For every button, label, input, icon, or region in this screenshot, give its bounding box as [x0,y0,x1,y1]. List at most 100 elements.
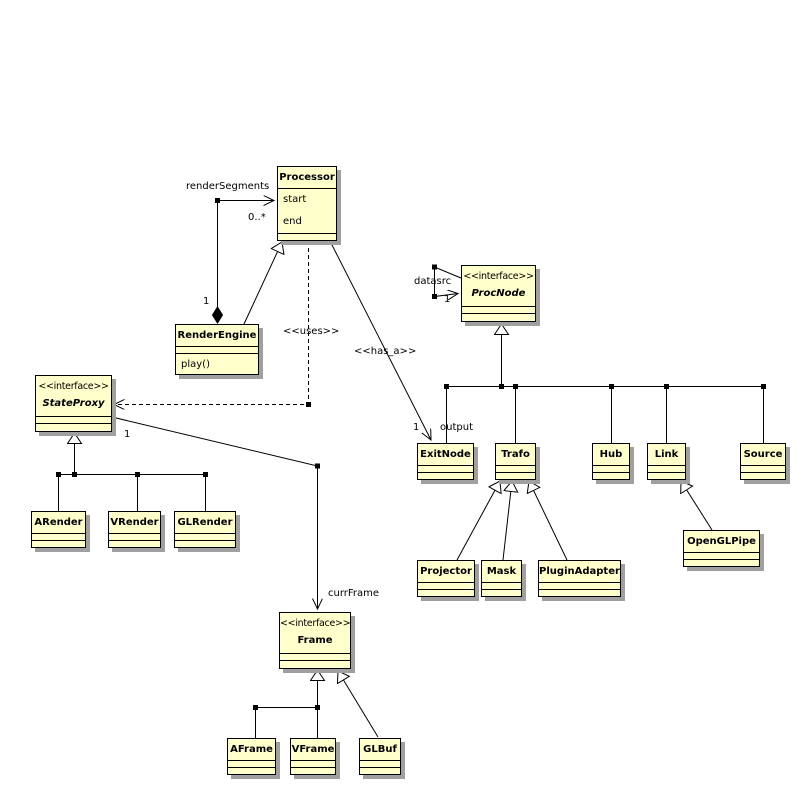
generalization-renderengine-processor [243,242,282,325]
generalization-frame-tree [255,670,379,738]
attributes-compartment [360,761,400,768]
class-name: Projector [418,561,474,583]
class-name: Source [741,444,785,466]
class-vrender[interactable]: VRender [108,511,161,548]
operation: play() [181,359,210,370]
operations-compartment [496,473,535,479]
edge-label-rendersegments: renderSegments [186,181,270,192]
operations-compartment [278,234,336,240]
operations-compartment [684,560,759,566]
operations-compartment [648,473,685,479]
class-name: VRender [109,512,160,534]
edge-label-output-role: output [440,422,473,433]
class-name: ExitNode [418,444,473,466]
class-name: GLRender [175,512,235,534]
dependency-uses [114,241,309,405]
class-name: AFrame [228,739,275,761]
association-rendersegments [218,201,275,324]
class-trafo[interactable]: Trafo [495,443,536,480]
attributes-compartment [684,553,759,560]
attributes-compartment [648,466,685,473]
attributes-compartment [280,654,350,661]
class-exitnode[interactable]: ExitNode [417,443,474,480]
class-procnode[interactable]: <<interface>> ProcNode [461,265,536,322]
attributes-compartment [176,347,258,354]
operations-compartment [360,768,400,774]
class-name: GLBuf [360,739,400,761]
class-source[interactable]: Source [740,443,786,480]
edge-label-uses: <<uses>> [283,326,340,337]
operations-compartment [291,768,335,774]
class-name: Trafo [496,444,535,466]
class-name: Frame [280,632,350,654]
class-arender[interactable]: ARender [31,511,86,548]
class-name: OpenGLPipe [684,531,759,553]
class-hub[interactable]: Hub [592,443,630,480]
attributes-compartment [175,534,235,541]
class-name: ProcNode [462,285,535,307]
class-glrender[interactable]: GLRender [174,511,236,548]
generalization-stateproxy-tree [58,433,206,511]
operations-compartment [32,541,85,547]
class-renderengine[interactable]: RenderEngine play() [175,324,259,375]
stereotype: <<interface>> [280,618,350,629]
edge-bend-points [56,198,766,710]
attributes-compartment [228,761,275,768]
class-name: Processor [278,167,336,189]
operations-compartment [36,424,111,430]
attributes-compartment [539,583,620,590]
attributes-compartment [291,761,335,768]
attributes-compartment [418,583,474,590]
class-pluginadapter[interactable]: PluginAdapter [538,560,621,597]
edge-label-datasrc-multiplicity: 1 [444,294,451,305]
edge-label-currframe: currFrame [328,588,380,599]
operations-compartment [462,314,535,320]
attributes-compartment [462,307,535,314]
operations-compartment [175,541,235,547]
operations-compartment [482,590,521,596]
generalization-openglpipe-link [681,481,713,531]
edge-label-rendersegments-source-multiplicity: 1 [203,296,210,307]
edge-label-has-a: <<has_a>> [354,346,417,357]
class-name: Link [648,444,685,466]
attributes-compartment [109,534,160,541]
edge-label-rendersegments-multiplicity: 0..* [248,212,266,223]
edge-label-currframe-multiplicity: 1 [124,429,131,440]
class-name: StateProxy [36,395,111,417]
generalization-procnode-tree [446,324,764,443]
class-openglpipe[interactable]: OpenGLPipe [683,530,760,567]
attributes-compartment [482,583,521,590]
operations-compartment [109,541,160,547]
class-vframe[interactable]: VFrame [290,738,336,775]
edge-label-has-a-multiplicity: 1 [413,422,420,433]
operations-compartment [593,473,629,479]
class-name: Mask [482,561,521,583]
class-name: PluginAdapter [539,561,620,583]
attributes-compartment [418,466,473,473]
class-processor[interactable]: Processor start end [277,166,337,241]
class-aframe[interactable]: AFrame [227,738,276,775]
attributes-compartment [593,466,629,473]
operations-compartment [418,473,473,479]
stereotype: <<interface>> [38,381,109,392]
class-projector[interactable]: Projector [417,560,475,597]
attributes-compartment [741,466,785,473]
class-name: VFrame [291,739,335,761]
class-stateproxy[interactable]: <<interface>> StateProxy [35,375,112,432]
operations-compartment [280,661,350,667]
stereotype: <<interface>> [463,271,534,282]
attributes-compartment: start end [278,189,336,234]
class-glbuf[interactable]: GLBuf [359,738,401,775]
class-mask[interactable]: Mask [481,560,522,597]
class-link[interactable]: Link [647,443,686,480]
operations-compartment [741,473,785,479]
operations-compartment [539,590,620,596]
attributes-compartment [36,417,111,424]
class-name: ARender [32,512,85,534]
operations-compartment [418,590,474,596]
attribute: end [283,216,302,227]
association-datasrc [434,266,462,297]
class-frame[interactable]: <<interface>> Frame [279,612,351,669]
